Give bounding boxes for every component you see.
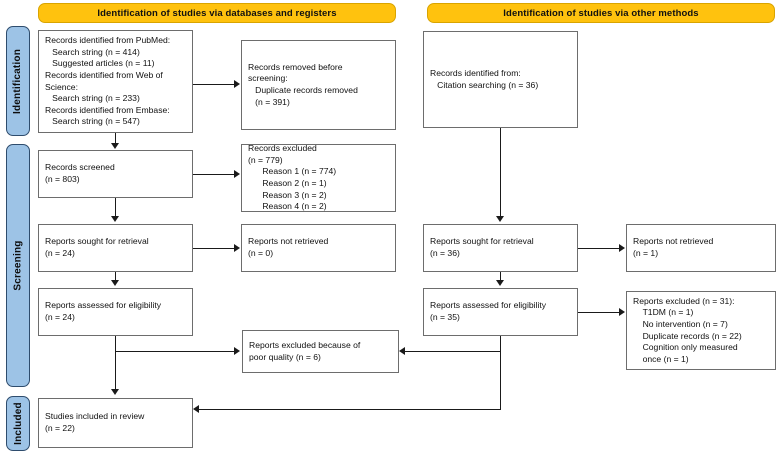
box-records-removed: Records removed before screening: Duplic… <box>241 40 396 130</box>
box-studies-included-text: Studies included in review (n = 22) <box>45 411 145 433</box>
arrowhead-sought-to-assessed-left <box>111 280 119 286</box>
connector-screened-to-sought-left <box>115 198 117 216</box>
connector-assessed-to-poor-quality <box>115 351 235 353</box>
box-records-identified-other: Records identified from: Citation search… <box>423 31 578 128</box>
box-records-removed-text: Records removed before screening: Duplic… <box>248 61 358 107</box>
box-records-screened: Records screened (n = 803) <box>38 150 193 198</box>
box-reports-assessed-left-text: Reports assessed for eligibility (n = 24… <box>45 300 162 322</box>
phase-tab-screening: Screening <box>6 144 30 387</box>
arrowhead-assessed-to-poor-quality <box>234 347 240 355</box>
connector-right-to-studies-included <box>199 409 501 411</box>
box-reports-sought-right-text: Reports sought for retrieval (n = 36) <box>430 236 534 258</box>
phase-label-included: Included <box>12 402 24 445</box>
arrowhead-screened-to-excluded <box>234 170 240 178</box>
box-records-excluded: Records excluded (n = 779) Reason 1 (n =… <box>241 143 396 212</box>
phase-label-identification: Identification <box>12 48 24 114</box>
box-reports-excluded-right-text: Reports excluded (n = 31): T1DM (n = 1) … <box>633 295 742 364</box>
box-reports-sought-left: Reports sought for retrieval (n = 24) <box>38 224 193 272</box>
box-records-identified-text: Records identified from PubMed: Search s… <box>45 35 171 127</box>
header-databases-registers: Identification of studies via databases … <box>38 3 396 23</box>
box-reports-assessed-right: Reports assessed for eligibility (n = 35… <box>423 288 578 336</box>
phase-label-screening: Screening <box>12 240 24 291</box>
arrowhead-other-to-sought-right <box>496 216 504 222</box>
box-studies-included: Studies included in review (n = 22) <box>38 398 193 448</box>
arrowhead-identified-to-screened <box>111 143 119 149</box>
box-reports-assessed-left: Reports assessed for eligibility (n = 24… <box>38 288 193 336</box>
arrowhead-right-to-poor-quality <box>399 347 405 355</box>
box-reports-sought-left-text: Reports sought for retrieval (n = 24) <box>45 236 149 258</box>
box-records-identified: Records identified from PubMed: Search s… <box>38 30 193 133</box>
arrowhead-identified-to-removed <box>234 80 240 88</box>
box-reports-not-retrieved-left: Reports not retrieved (n = 0) <box>241 224 396 272</box>
arrowhead-sought-to-not-retrieved-right <box>619 244 625 252</box>
box-records-identified-other-text: Records identified from: Citation search… <box>430 67 539 90</box>
box-reports-not-retrieved-right: Reports not retrieved (n = 1) <box>626 224 776 272</box>
box-records-excluded-text: Records excluded (n = 779) Reason 1 (n =… <box>248 143 337 212</box>
arrowhead-sought-to-assessed-right <box>496 280 504 286</box>
arrowhead-assessed-to-excluded-right <box>619 308 625 316</box>
header-other-methods: Identification of studies via other meth… <box>427 3 775 23</box>
connector-right-to-poor-quality <box>405 351 501 353</box>
connector-sought-to-not-retrieved-left <box>193 248 235 250</box>
box-reports-excluded-right: Reports excluded (n = 31): T1DM (n = 1) … <box>626 291 776 370</box>
box-reports-excluded-poor-quality: Reports excluded because of poor quality… <box>242 330 399 373</box>
connector-identified-to-removed <box>193 84 235 86</box>
arrowhead-assessed-to-included <box>111 389 119 395</box>
arrowhead-sought-to-not-retrieved-left <box>234 244 240 252</box>
arrowhead-screened-to-sought-left <box>111 216 119 222</box>
box-records-screened-text: Records screened (n = 803) <box>45 162 115 184</box>
connector-sought-to-assessed-right <box>500 272 502 281</box>
phase-tab-included: Included <box>6 396 30 451</box>
connector-assessed-to-excluded-right <box>578 312 620 314</box>
connector-assessed-down-left <box>115 336 117 352</box>
arrowhead-right-to-studies-included <box>193 405 199 413</box>
connector-identified-to-screened <box>115 133 117 144</box>
box-reports-excluded-poor-quality-text: Reports excluded because of poor quality… <box>249 339 361 362</box>
box-reports-assessed-right-text: Reports assessed for eligibility (n = 35… <box>430 300 547 322</box>
connector-screened-to-excluded <box>193 174 235 176</box>
connector-other-to-sought-right <box>500 128 502 216</box>
phase-tab-identification: Identification <box>6 26 30 136</box>
connector-sought-to-assessed-left <box>115 272 117 281</box>
connector-sought-to-not-retrieved-right <box>578 248 620 250</box>
connector-assessed-right-down <box>500 336 502 409</box>
connector-assessed-to-included <box>115 351 117 389</box>
box-reports-not-retrieved-left-text: Reports not retrieved (n = 0) <box>248 236 329 258</box>
box-reports-sought-right: Reports sought for retrieval (n = 36) <box>423 224 578 272</box>
box-reports-not-retrieved-right-text: Reports not retrieved (n = 1) <box>633 236 714 258</box>
